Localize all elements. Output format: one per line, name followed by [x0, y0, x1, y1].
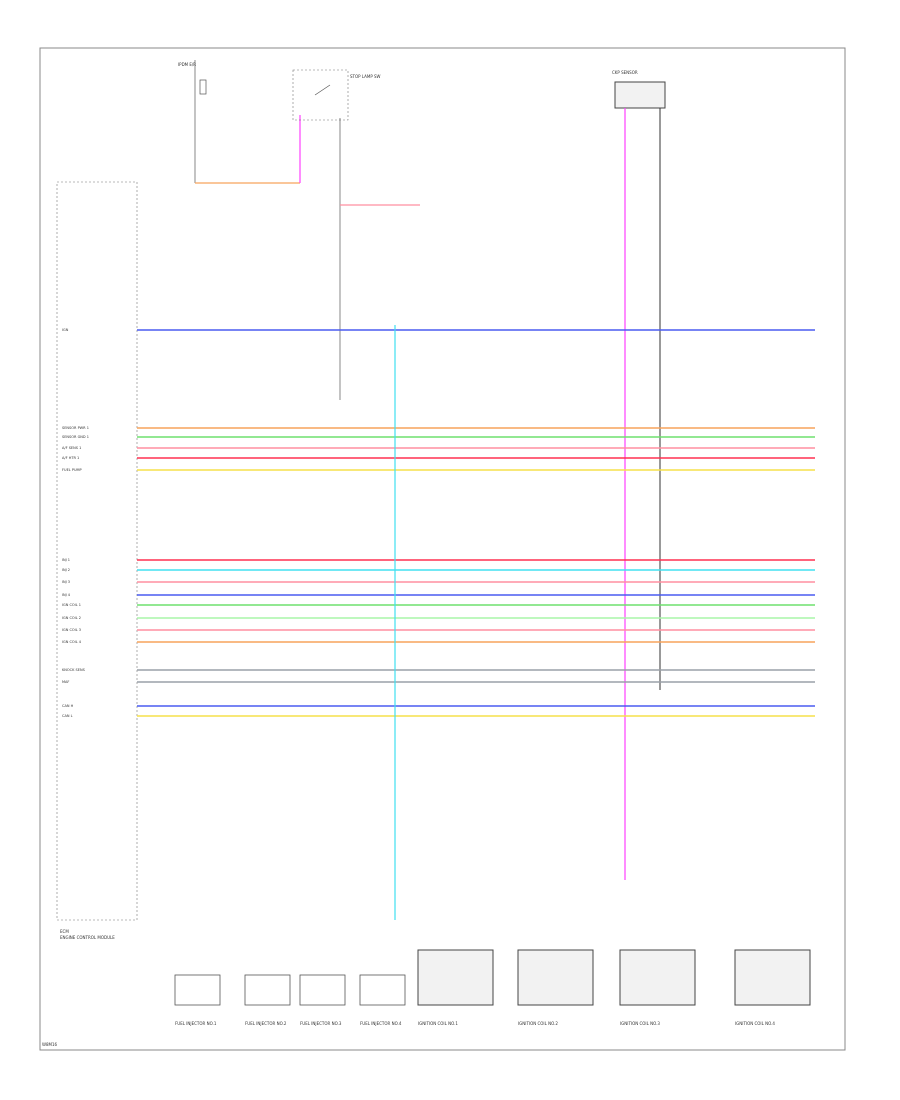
top-left-module-label: IPDM E/R: [178, 62, 196, 67]
bottom-components: FUEL INJECTOR NO.1 FUEL INJECTOR NO.2 FUEL…: [174, 949, 811, 1026]
component-label: IGNITION COIL NO.4: [735, 1021, 775, 1026]
bus-wire-label: INJ 1: [62, 558, 70, 562]
bus-wire-label: SENSOR GND 1: [62, 435, 89, 439]
component-box: [244, 974, 291, 1006]
footer-code: W8M16: [42, 1042, 57, 1047]
bus-wire-label: INJ 3: [62, 580, 70, 584]
bus-wire-label: FUEL PUMP: [62, 468, 82, 472]
bus-wire-label: CAN L: [62, 714, 73, 718]
component-box: [517, 949, 594, 1006]
bus-wire-label: INJ 2: [62, 568, 70, 572]
top-center-switch: STOP LAMP SW: [292, 69, 420, 400]
bus-wire-label: SENSOR PWR 1: [62, 426, 89, 430]
component-label: IGNITION COIL NO.2: [518, 1021, 558, 1026]
component-label: IGNITION COIL NO.3: [620, 1021, 660, 1026]
bus-wire-label: IGN COIL 1: [62, 603, 81, 607]
bus-wire-label: A/F SENS 1: [62, 446, 81, 450]
component-box: [417, 949, 494, 1006]
component-box: [359, 974, 406, 1006]
bus-wire-label: KNOCK SENS: [62, 668, 86, 672]
top-right-module-label: CKP SENSOR: [612, 70, 638, 75]
ecm-box: [56, 181, 138, 921]
bus-wire-label: IGN COIL 2: [62, 616, 81, 620]
component-box: [619, 949, 696, 1006]
component-box: [299, 974, 346, 1006]
ecm-label: ECM: [60, 929, 69, 934]
component-label: IGNITION COIL NO.1: [418, 1021, 458, 1026]
bus-wire-label: IGN COIL 4: [62, 640, 82, 644]
component-label: FUEL INJECTOR NO.3: [300, 1021, 342, 1026]
bus-wire-label: CAN H: [62, 704, 74, 708]
bus-wire-label: IGN: [62, 328, 69, 332]
top-left-supply: IPDM E/R: [178, 60, 301, 184]
component-box: [174, 974, 221, 1006]
top-center-module-label: STOP LAMP SW: [350, 74, 381, 79]
top-right-sensor: CKP SENSOR: [612, 70, 666, 880]
ecm-sublabel: ENGINE CONTROL MODULE: [60, 935, 115, 940]
component-label: FUEL INJECTOR NO.4: [360, 1021, 402, 1026]
bus-wire-label: A/F HTR 1: [62, 456, 79, 460]
component-label: FUEL INJECTOR NO.1: [175, 1021, 217, 1026]
bus-wire-label: INJ 4: [62, 593, 71, 597]
bus-wires: IGN SENSOR PWR 1 SENSOR GND 1 A/F SENS 1 A/F…: [62, 328, 815, 718]
component-label: FUEL INJECTOR NO.2: [245, 1021, 287, 1026]
bus-wire-label: IGN COIL 3: [62, 628, 81, 632]
component-box: [734, 949, 811, 1006]
diagram-frame: [39, 47, 846, 1051]
bus-wire-label: MAF: [62, 680, 69, 684]
